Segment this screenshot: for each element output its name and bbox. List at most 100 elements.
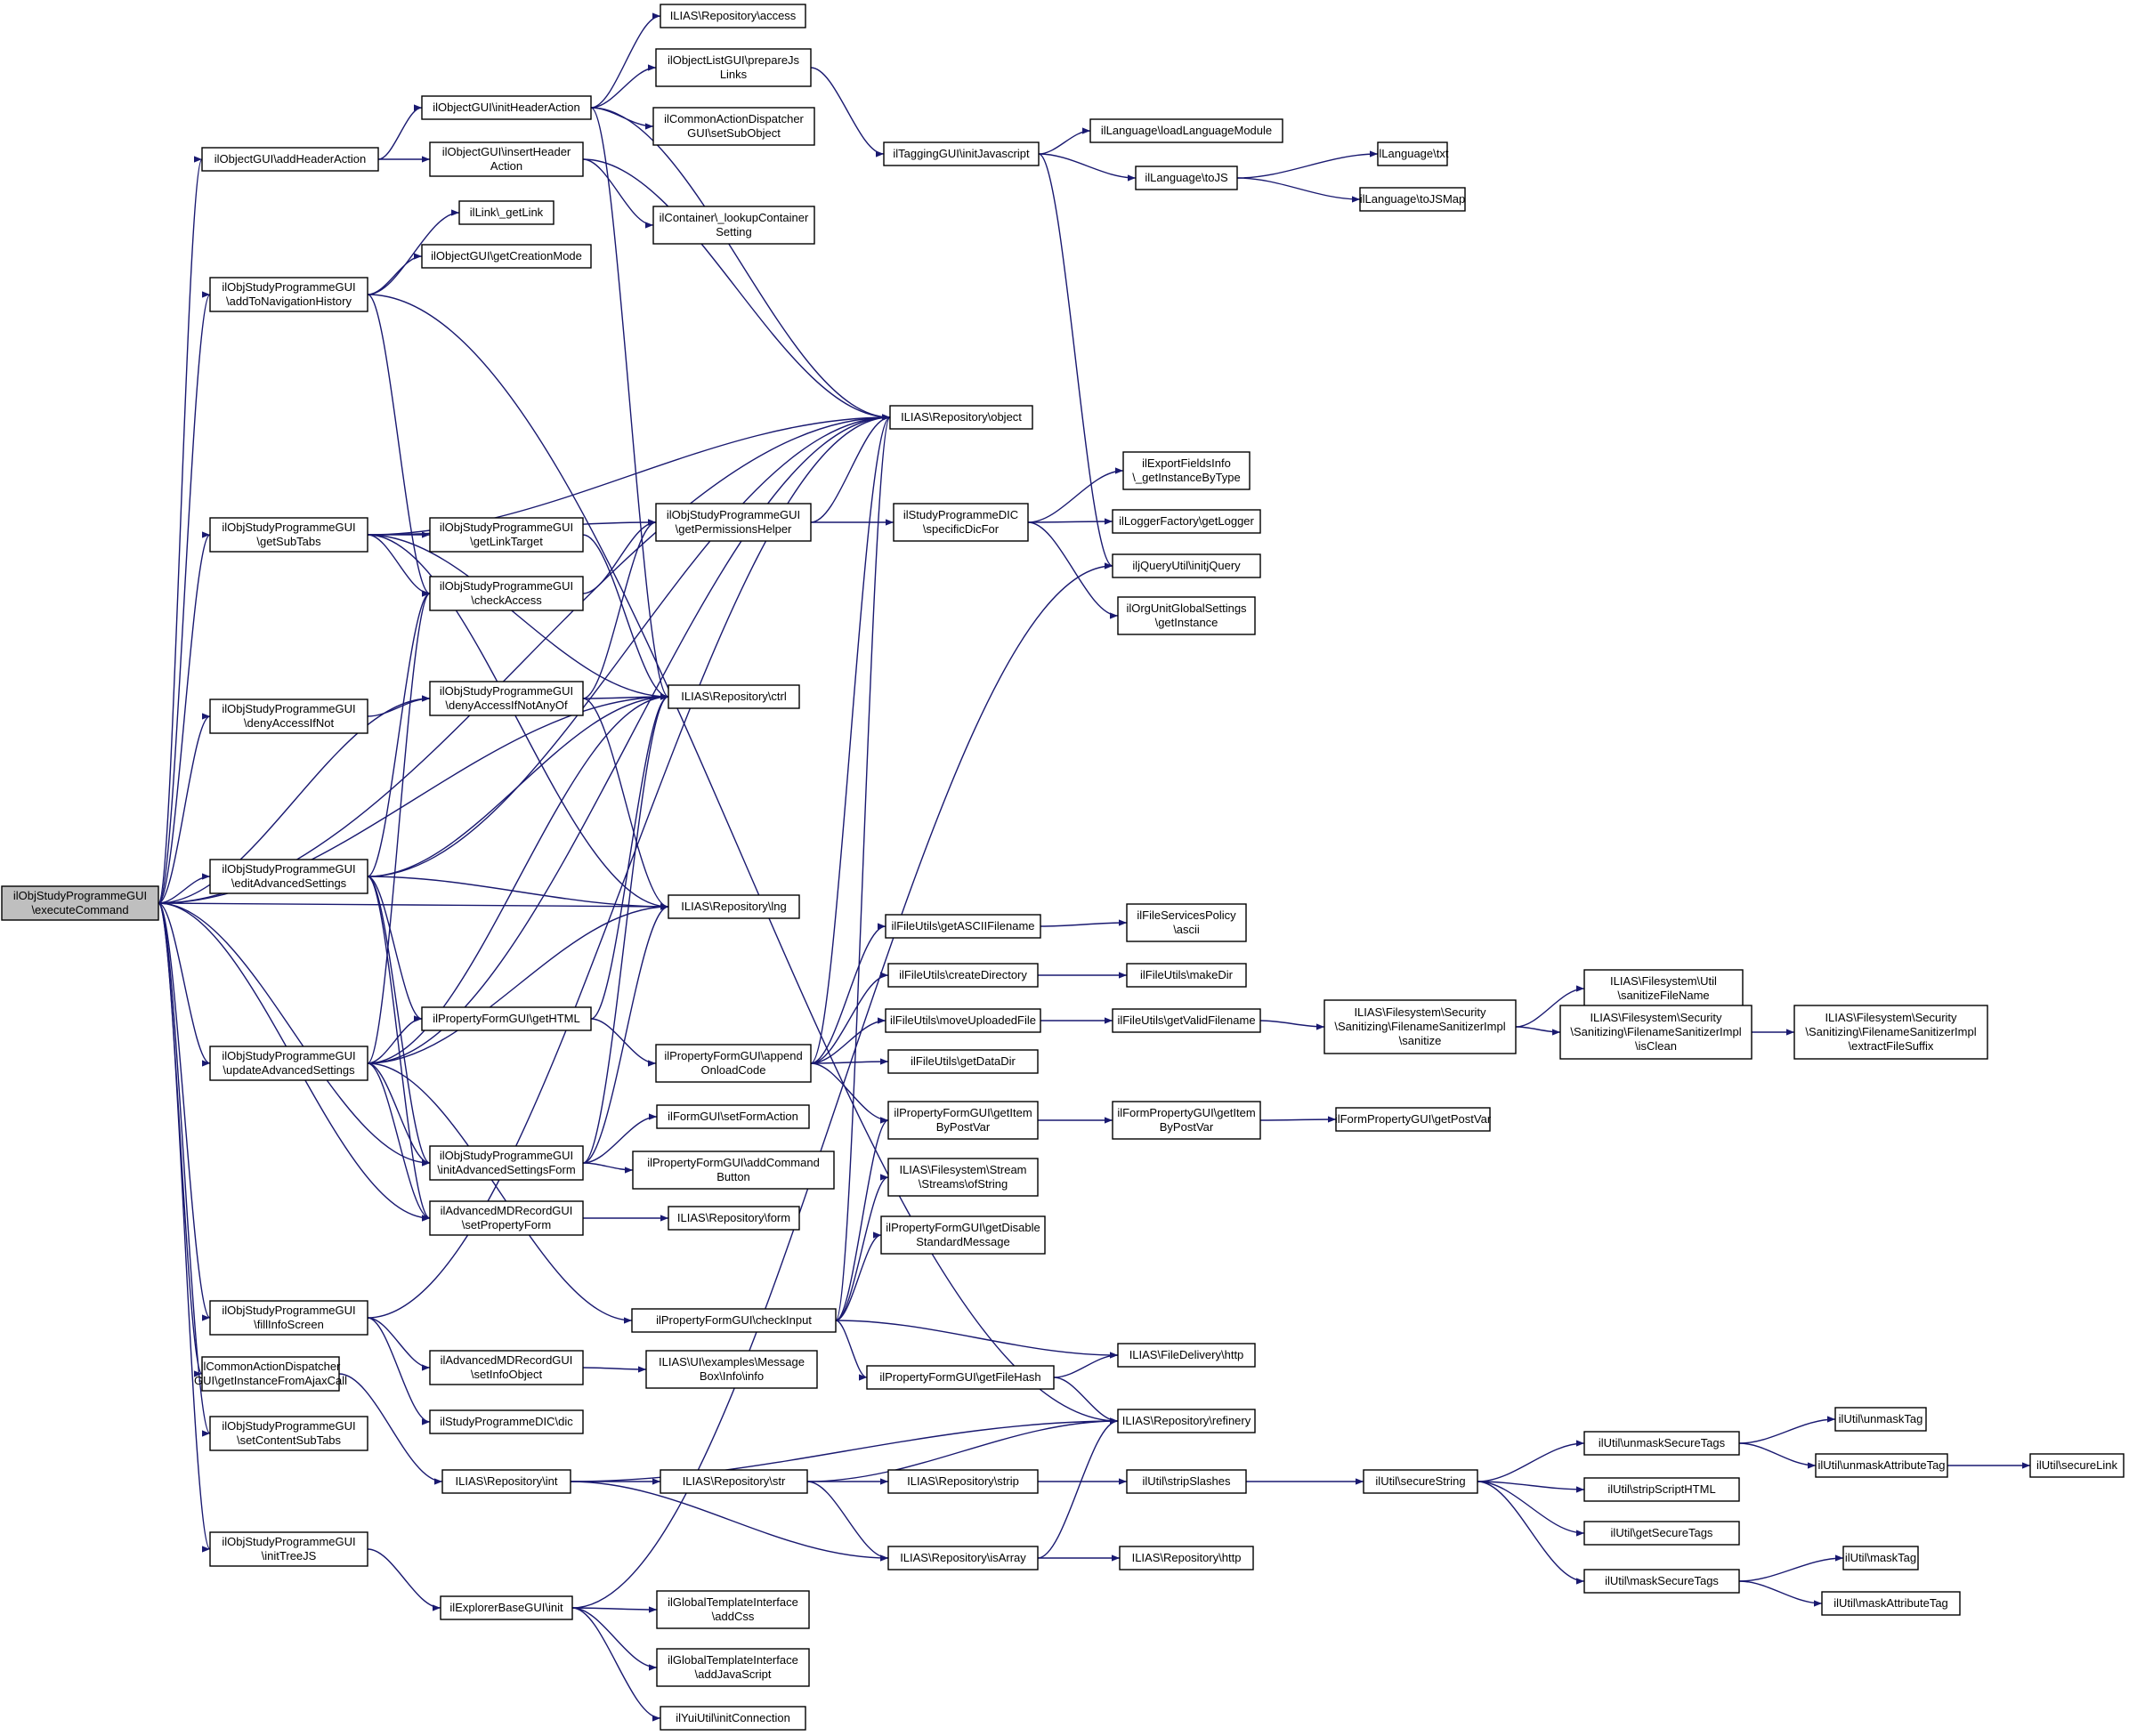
function-node[interactable]: ilObjStudyProgrammeGUI\getLinkTarget <box>429 517 584 553</box>
function-node[interactable]: ILIAS\Repository\lng <box>668 894 800 919</box>
function-node[interactable]: ILIAS\Repository\int <box>441 1469 571 1494</box>
function-node[interactable]: ILIAS\Repository\http <box>1119 1546 1254 1570</box>
function-node[interactable]: ilObjStudyProgrammeGUI\getPermissionsHel… <box>655 503 812 542</box>
node-box <box>429 1350 584 1385</box>
function-node[interactable]: ilUtil\maskTag <box>1842 1546 1919 1570</box>
function-node[interactable]: ilPropertyFormGUI\getDisableStandardMess… <box>880 1215 1046 1255</box>
function-node[interactable]: ilExportFieldsInfo\_getInstanceByType <box>1122 451 1251 490</box>
function-node[interactable]: ilFormPropertyGUI\getPostVar <box>1335 1107 1492 1132</box>
function-node[interactable]: ILIAS\Repository\object <box>889 405 1033 430</box>
function-node[interactable]: ilYuiUtil\initConnection <box>660 1706 806 1731</box>
function-node[interactable]: ilObjStudyProgrammeGUI\denyAccessIfNotAn… <box>429 681 584 716</box>
function-node[interactable]: ilUtil\stripSlashes <box>1126 1469 1247 1494</box>
function-node[interactable]: ilGlobalTemplateInterface\addCss <box>656 1590 810 1629</box>
function-node[interactable]: ILIAS\Repository\ctrl <box>668 684 800 709</box>
function-node[interactable]: ilLoggerFactory\getLogger <box>1112 509 1261 534</box>
function-node[interactable]: ilPropertyFormGUI\getHTML <box>421 1006 592 1031</box>
function-node[interactable]: ilObjStudyProgrammeGUI\addToNavigationHi… <box>209 277 368 312</box>
function-node[interactable]: ilUtil\secureString <box>1363 1469 1478 1494</box>
function-node[interactable]: ilCommonActionDispatcherGUI\getInstanceF… <box>194 1356 347 1392</box>
function-node[interactable]: ILIAS\Repository\strip <box>887 1469 1039 1494</box>
function-node[interactable]: ilOrgUnitGlobalSettings\getInstance <box>1117 596 1256 635</box>
function-node[interactable]: ILIAS\Filesystem\Security\Sanitizing\Fil… <box>1793 1005 1988 1060</box>
function-node[interactable]: ilFileUtils\getDataDir <box>887 1049 1039 1074</box>
call-edge <box>367 903 669 1064</box>
function-node[interactable]: ilTaggingGUI\initJavascript <box>883 141 1040 166</box>
function-node[interactable]: ilObjStudyProgrammeGUI\fillInfoScreen <box>209 1300 368 1336</box>
function-node[interactable]: ilFileServicesPolicy\ascii <box>1126 903 1247 942</box>
call-edge <box>158 531 211 904</box>
function-node[interactable]: ilLanguage\txt <box>1377 141 1449 166</box>
function-node[interactable]: ilObjectGUI\addHeaderAction <box>201 147 379 172</box>
function-node[interactable]: ILIAS\Filesystem\Security\Sanitizing\Fil… <box>1559 1005 1753 1060</box>
node-box <box>885 1008 1041 1033</box>
function-node[interactable]: ilPropertyFormGUI\getFileHash <box>866 1365 1055 1390</box>
function-node[interactable]: ilUtil\unmaskAttributeTag <box>1815 1453 1948 1478</box>
node-label: \addCss <box>712 1610 755 1623</box>
function-node[interactable]: ilUtil\getSecureTags <box>1583 1521 1740 1546</box>
function-node[interactable]: ilObjStudyProgrammeGUI\initAdvancedSetti… <box>429 1145 584 1181</box>
function-node[interactable]: ilStudyProgrammeDIC\dic <box>429 1409 584 1434</box>
function-node[interactable]: ilObjStudyProgrammeGUI\denyAccessIfNot <box>209 698 368 734</box>
function-node[interactable]: ilExplorerBaseGUI\init <box>440 1595 573 1620</box>
function-node[interactable]: ILIAS\Repository\form <box>668 1206 800 1231</box>
function-node[interactable]: ilObjectGUI\initHeaderAction <box>421 95 592 120</box>
function-node[interactable]: ilUtil\secureLink <box>2029 1453 2125 1478</box>
function-node[interactable]: ilFileUtils\getValidFilename <box>1112 1008 1261 1033</box>
function-node[interactable]: ILIAS\Repository\str <box>660 1469 808 1494</box>
function-node[interactable]: ilUtil\unmaskSecureTags <box>1583 1431 1740 1456</box>
function-node[interactable]: ilObjStudyProgrammeGUI\setContentSubTabs <box>209 1416 368 1451</box>
function-node[interactable]: ilStudyProgrammeDIC\specificDicFor <box>893 503 1029 542</box>
function-node[interactable]: ilFileUtils\getASCIIFilename <box>885 914 1041 939</box>
node-box <box>1112 553 1261 578</box>
function-node[interactable]: ilUtil\maskAttributeTag <box>1821 1591 1961 1616</box>
call-edge <box>1038 153 1137 182</box>
function-node[interactable]: ilLanguage\loadLanguageModule <box>1089 118 1283 143</box>
root-function-node[interactable]: ilObjStudyProgrammeGUI\executeCommand <box>1 885 159 921</box>
node-label: ILIAS\Filesystem\Stream <box>899 1163 1026 1176</box>
function-node[interactable]: ilObjectGUI\getCreationMode <box>421 244 592 269</box>
function-node[interactable]: ilObjStudyProgrammeGUI\checkAccess <box>429 576 584 611</box>
function-node[interactable]: ilLanguage\toJSMap <box>1359 187 1466 212</box>
function-node[interactable]: ilPropertyFormGUI\checkInput <box>631 1308 837 1333</box>
function-node[interactable]: ILIAS\Repository\refinery <box>1117 1409 1256 1433</box>
function-node[interactable]: ilObjStudyProgrammeGUI\initTreeJS <box>209 1531 368 1567</box>
function-node[interactable]: ilObjStudyProgrammeGUI\updateAdvancedSet… <box>209 1046 368 1081</box>
function-node[interactable]: ilLink\_getLink <box>458 200 554 225</box>
function-node[interactable]: ilFileUtils\moveUploadedFile <box>885 1008 1041 1033</box>
function-node[interactable]: ilObjStudyProgrammeGUI\editAdvancedSetti… <box>209 859 368 894</box>
function-node[interactable]: ilFileUtils\createDirectory <box>887 963 1039 988</box>
function-node[interactable]: ilLanguage\toJS <box>1135 166 1238 190</box>
node-label: ilObjectGUI\insertHeader <box>442 145 571 158</box>
function-node[interactable]: ILIAS\Filesystem\Stream\Streams\ofString <box>887 1158 1039 1197</box>
node-box <box>660 1706 806 1731</box>
function-node[interactable]: ilUtil\unmaskTag <box>1834 1407 1927 1432</box>
function-node[interactable]: iljQueryUtil\initjQuery <box>1112 553 1261 578</box>
function-node[interactable]: ILIAS\Repository\access <box>660 4 806 28</box>
node-label: ilPropertyFormGUI\addCommand <box>647 1156 820 1169</box>
node-box <box>1126 1469 1247 1494</box>
function-node[interactable]: ilUtil\maskSecureTags <box>1583 1569 1740 1594</box>
function-node[interactable]: ILIAS\Filesystem\Util\sanitizeFileName <box>1583 969 1744 1008</box>
function-node[interactable]: ilAdvancedMDRecordGUI\setInfoObject <box>429 1350 584 1385</box>
call-edge <box>810 1062 889 1124</box>
function-node[interactable]: ILIAS\Filesystem\Security\Sanitizing\Fil… <box>1323 999 1517 1054</box>
function-node[interactable]: ilGlobalTemplateInterface\addJavaScript <box>656 1648 810 1687</box>
function-node[interactable]: ILIAS\Repository\isArray <box>887 1546 1039 1570</box>
function-node[interactable]: ilFormGUI\setFormAction <box>656 1104 810 1129</box>
function-node[interactable]: ilAdvancedMDRecordGUI\setPropertyForm <box>429 1200 584 1236</box>
function-node[interactable]: ilObjStudyProgrammeGUI\getSubTabs <box>209 517 368 553</box>
function-node[interactable]: ilUtil\stripScriptHTML <box>1583 1477 1740 1502</box>
call-edge <box>570 1481 889 1562</box>
function-node[interactable]: ilFileUtils\makeDir <box>1126 963 1247 988</box>
function-node[interactable]: ILIAS\FileDelivery\http <box>1117 1343 1256 1368</box>
